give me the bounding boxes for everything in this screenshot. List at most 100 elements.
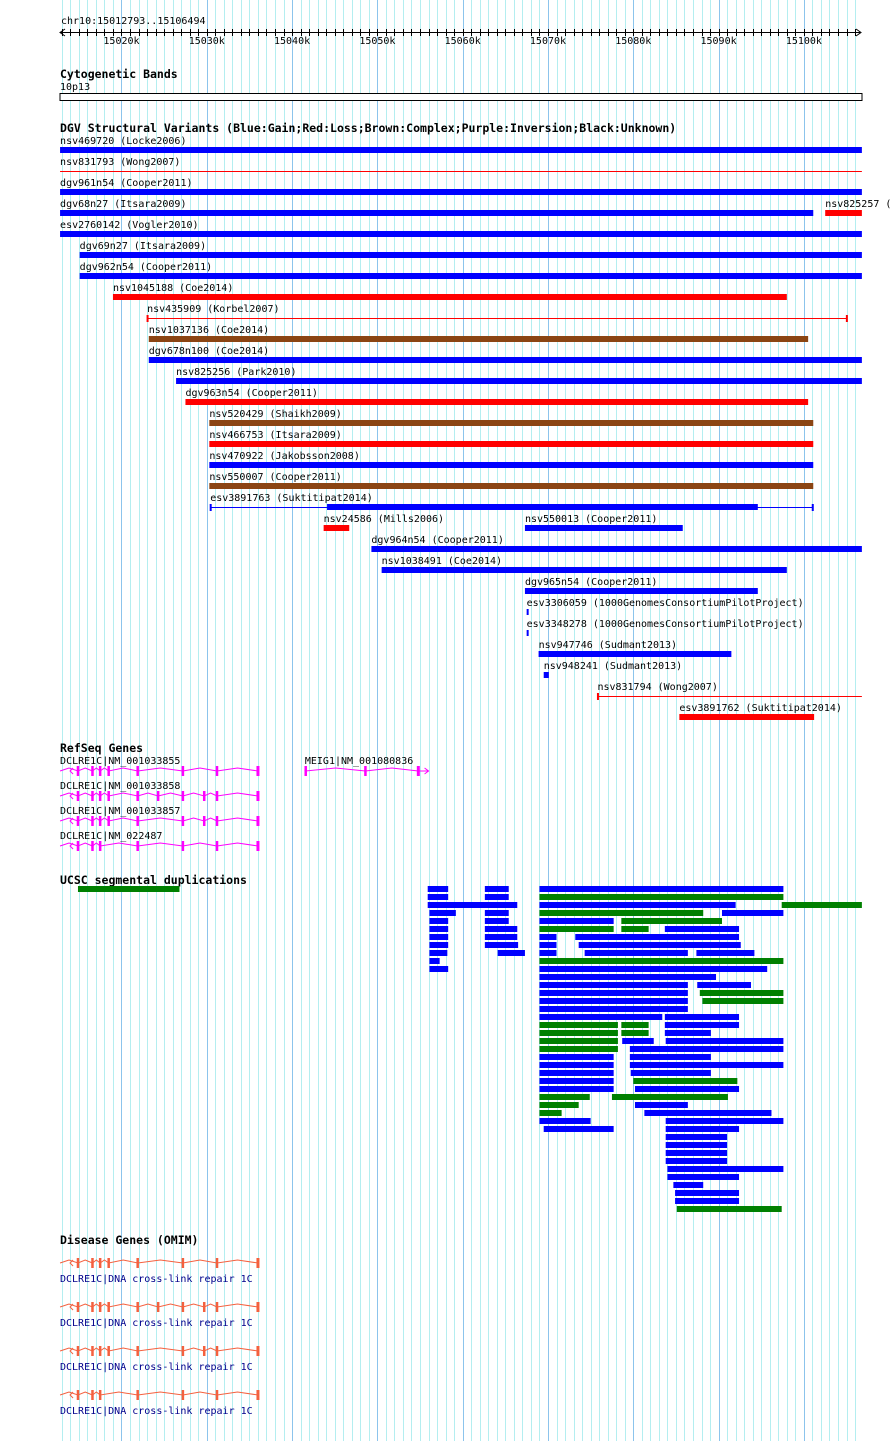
- dgv-feature[interactable]: dgv68n27 (Itsara2009): [60, 199, 814, 216]
- refseq-gene[interactable]: DCLRE1C|NM_001033858: [59, 781, 260, 801]
- gene-exon[interactable]: [91, 1302, 94, 1312]
- dgv-feature-bar[interactable]: [524, 525, 683, 531]
- dgv-feature[interactable]: esv3891763 (Suktitipat2014): [209, 493, 814, 511]
- segdup-feature[interactable]: [539, 1070, 614, 1076]
- gene-exon[interactable]: [181, 766, 185, 776]
- gene-exon[interactable]: [98, 766, 102, 776]
- omim-gene[interactable]: DCLRE1C|DNA cross-link repair 1C: [59, 1302, 260, 1329]
- segdup-feature[interactable]: [611, 1094, 728, 1100]
- segdup-feature[interactable]: [539, 1102, 579, 1108]
- segdup-feature[interactable]: [539, 942, 557, 948]
- gene-exon[interactable]: [256, 1346, 260, 1356]
- gene-exon[interactable]: [181, 1390, 185, 1400]
- dgv-feature-bar[interactable]: [524, 588, 758, 594]
- segdup-feature[interactable]: [539, 886, 784, 892]
- segdup-feature[interactable]: [429, 918, 449, 924]
- dgv-feature[interactable]: esv2760142 (Vogler2010): [60, 220, 862, 237]
- gene-exon[interactable]: [202, 816, 206, 826]
- omim-gene-label[interactable]: DCLRE1C|DNA cross-link repair 1C: [60, 1318, 253, 1329]
- dgv-feature-bar[interactable]: [825, 210, 862, 216]
- dgv-feature-bar[interactable]: [60, 147, 862, 153]
- dgv-feature-bar[interactable]: [381, 567, 787, 573]
- segdup-feature[interactable]: [665, 1126, 740, 1132]
- segdup-feature[interactable]: [629, 1062, 784, 1068]
- dgv-feature[interactable]: dgv69n27 (Itsara2009): [79, 241, 862, 258]
- gene-exon[interactable]: [107, 791, 110, 801]
- gene-exon[interactable]: [91, 1258, 94, 1268]
- gene-exon[interactable]: [76, 766, 80, 776]
- gene-exon[interactable]: [256, 1258, 260, 1268]
- gene-exon[interactable]: [107, 1346, 110, 1356]
- gene-exon[interactable]: [215, 766, 219, 776]
- dgv-feature-bar[interactable]: [209, 441, 814, 447]
- dgv-feature[interactable]: dgv964n54 (Cooper2011): [371, 535, 862, 552]
- segdup-feature[interactable]: [697, 982, 751, 988]
- segdup-feature[interactable]: [665, 1150, 728, 1156]
- segdup-feature[interactable]: [665, 1118, 784, 1124]
- segdup-feature[interactable]: [629, 1046, 784, 1052]
- segdup-feature[interactable]: [539, 1118, 591, 1124]
- dgv-feature[interactable]: dgv961n54 (Cooper2011): [60, 178, 862, 195]
- segdup-feature[interactable]: [664, 1030, 711, 1036]
- segdup-feature[interactable]: [484, 886, 509, 892]
- dgv-feature[interactable]: nsv947746 (Sudmant2013): [538, 640, 732, 657]
- dgv-feature[interactable]: nsv1045188 (Coe2014): [112, 283, 787, 300]
- gene-exon[interactable]: [98, 1258, 102, 1268]
- segdup-feature[interactable]: [675, 1198, 740, 1204]
- dgv-feature-bar[interactable]: [60, 189, 862, 195]
- gene-exon[interactable]: [136, 816, 139, 826]
- refseq-gene-label[interactable]: DCLRE1C|NM_001033855: [60, 756, 180, 767]
- segdup-feature[interactable]: [667, 1166, 784, 1172]
- segdup-feature[interactable]: [77, 886, 180, 892]
- segdup-feature[interactable]: [429, 950, 448, 956]
- dgv-feature[interactable]: nsv825256 (Park2010): [176, 367, 862, 384]
- segdup-feature[interactable]: [665, 1134, 728, 1140]
- dgv-feature[interactable]: nsv550007 (Cooper2011): [209, 472, 814, 489]
- dgv-feature-bar[interactable]: [543, 672, 549, 678]
- gene-exon[interactable]: [256, 816, 260, 826]
- segdup-feature[interactable]: [539, 990, 688, 996]
- omim-gene-label[interactable]: DCLRE1C|DNA cross-link repair 1C: [60, 1362, 253, 1373]
- gene-exon[interactable]: [98, 791, 102, 801]
- dgv-feature-bar[interactable]: [209, 462, 814, 468]
- gene-exon[interactable]: [215, 1258, 219, 1268]
- segdup-feature[interactable]: [664, 1022, 740, 1028]
- dgv-feature-bar[interactable]: [176, 378, 862, 384]
- segdup-feature[interactable]: [629, 1054, 711, 1060]
- gene-exon[interactable]: [76, 816, 80, 826]
- gene-exon[interactable]: [107, 766, 110, 776]
- segdup-feature[interactable]: [484, 910, 509, 916]
- dgv-feature[interactable]: dgv965n54 (Cooper2011): [524, 577, 758, 594]
- dgv-feature-bar[interactable]: [79, 273, 862, 279]
- dgv-feature-bar[interactable]: [148, 357, 862, 363]
- gene-exon[interactable]: [76, 1346, 80, 1356]
- gene-exon[interactable]: [156, 1302, 160, 1312]
- gene-exon[interactable]: [181, 791, 185, 801]
- omim-gene-label[interactable]: DCLRE1C|DNA cross-link repair 1C: [60, 1274, 253, 1285]
- gene-exon[interactable]: [215, 1302, 219, 1312]
- segdup-feature[interactable]: [497, 950, 525, 956]
- segdup-feature[interactable]: [429, 958, 440, 964]
- gene-exon[interactable]: [136, 766, 139, 776]
- gene-exon[interactable]: [136, 841, 139, 851]
- gene-exon[interactable]: [156, 791, 160, 801]
- segdup-feature[interactable]: [427, 886, 449, 892]
- segdup-feature[interactable]: [539, 1022, 618, 1028]
- dgv-feature-bar[interactable]: [679, 714, 815, 720]
- segdup-feature[interactable]: [621, 918, 722, 924]
- segdup-feature[interactable]: [427, 894, 449, 900]
- gene-exon[interactable]: [215, 841, 219, 851]
- gene-exon[interactable]: [202, 1346, 206, 1356]
- segdup-feature[interactable]: [539, 1038, 618, 1044]
- segdup-feature[interactable]: [484, 894, 509, 900]
- dgv-feature-bar[interactable]: [526, 630, 529, 636]
- omim-gene-label[interactable]: DCLRE1C|DNA cross-link repair 1C: [60, 1406, 253, 1417]
- gene-exon[interactable]: [136, 1346, 139, 1356]
- refseq-gene[interactable]: DCLRE1C|NM_022487: [59, 831, 260, 851]
- dgv-feature[interactable]: nsv831794 (Wong2007): [596, 682, 862, 700]
- gene-exon[interactable]: [107, 816, 110, 826]
- omim-gene[interactable]: DCLRE1C|DNA cross-link repair 1C: [59, 1346, 260, 1373]
- gene-exon[interactable]: [107, 1302, 110, 1312]
- segdup-feature[interactable]: [539, 982, 688, 988]
- dgv-feature-bar[interactable]: [185, 399, 809, 405]
